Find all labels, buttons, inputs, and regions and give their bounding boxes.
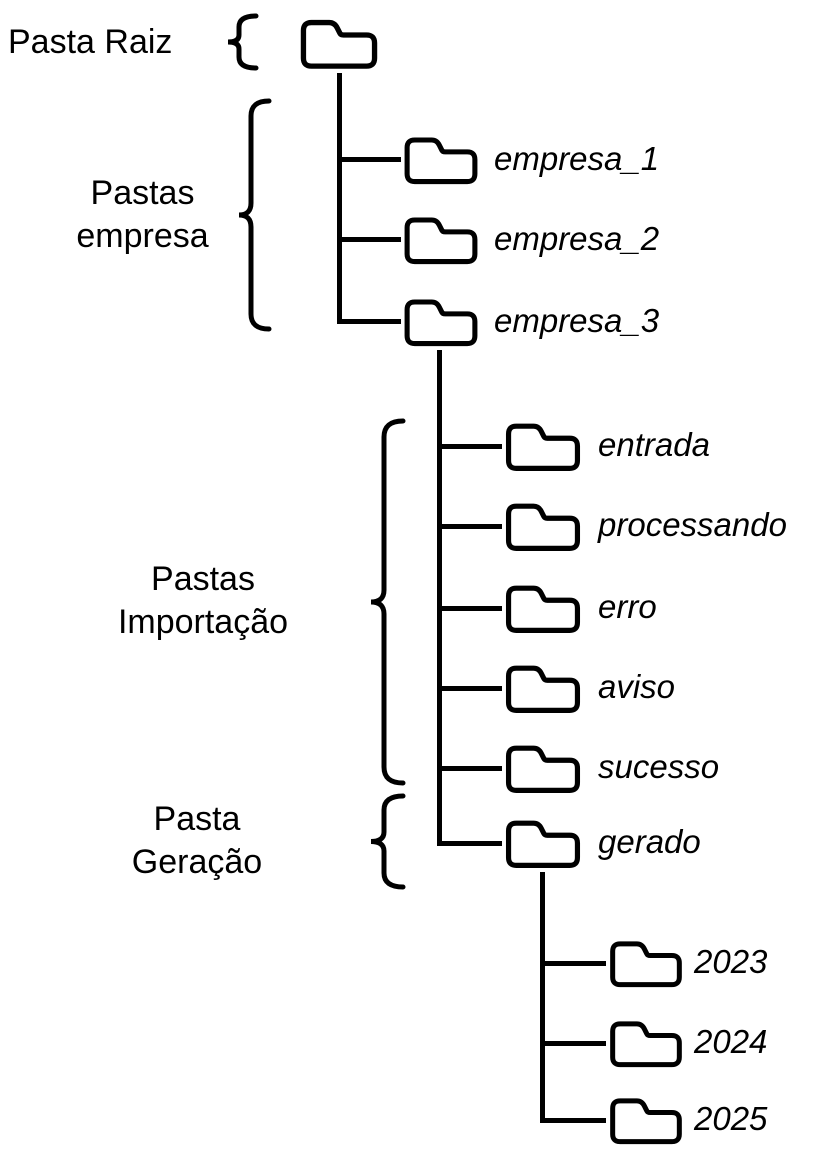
folder-label-2023: 2023 xyxy=(694,943,768,980)
connector-root-trunk xyxy=(337,73,342,323)
label-pasta-geracao-line1: Pasta xyxy=(153,800,241,838)
folder-label-sucesso: sucesso xyxy=(598,748,720,785)
label-pasta-geracao-line2: Geração xyxy=(131,843,263,881)
label-pastas-importacao: Pastas Importação xyxy=(88,558,318,644)
brace-pastas-empresa xyxy=(238,98,272,332)
2025-folder-icon xyxy=(606,1090,686,1150)
aviso-folder-icon xyxy=(501,657,585,719)
label-pastas-importacao-line1: Pastas xyxy=(151,560,255,598)
folder-label-entrada: entrada xyxy=(598,426,710,463)
connector-processando xyxy=(437,524,502,529)
label-pastas-empresa: Pastas empresa xyxy=(50,172,235,258)
2024-folder-icon xyxy=(606,1013,686,1073)
empresa-2-folder-icon xyxy=(400,209,482,270)
brace-pasta-geracao xyxy=(370,793,406,890)
folder-label-empresa-3: empresa_3 xyxy=(494,302,660,339)
label-pastas-empresa-line2: empresa xyxy=(76,217,209,255)
folder-label-empresa-1: empresa_1 xyxy=(494,140,660,177)
connector-erro xyxy=(437,606,502,611)
label-pastas-empresa-line1: Pastas xyxy=(90,174,195,212)
connector-2025 xyxy=(540,1118,606,1123)
empresa-1-folder-icon xyxy=(400,129,482,190)
folder-label-2024: 2024 xyxy=(694,1023,768,1060)
folder-label-processando: processando xyxy=(598,506,787,543)
brace-pasta-raiz xyxy=(227,13,259,71)
label-pasta-geracao: Pasta Geração xyxy=(92,798,302,884)
connector-gerado xyxy=(437,841,502,846)
connector-entrada xyxy=(437,444,502,449)
connector-gerado-trunk xyxy=(540,872,545,1122)
folder-label-aviso: aviso xyxy=(598,668,676,705)
sucesso-folder-icon xyxy=(501,737,585,799)
connector-aviso xyxy=(437,686,502,691)
connector-sucesso xyxy=(437,766,502,771)
empresa-3-folder-icon xyxy=(400,291,482,352)
connector-empresa-3 xyxy=(337,319,401,324)
folder-label-erro: erro xyxy=(598,588,657,625)
folder-label-2025: 2025 xyxy=(694,1100,768,1137)
erro-folder-icon xyxy=(501,577,585,639)
2023-folder-icon xyxy=(606,933,686,993)
processando-folder-icon xyxy=(501,495,585,557)
connector-2024 xyxy=(540,1041,606,1046)
connector-empresa3-trunk xyxy=(437,350,442,846)
folder-label-empresa-2: empresa_2 xyxy=(494,220,660,257)
folder-label-gerado: gerado xyxy=(598,823,701,860)
connector-empresa-1 xyxy=(337,157,401,162)
label-pasta-raiz: Pasta Raiz xyxy=(8,23,173,61)
entrada-folder-icon xyxy=(501,415,585,477)
brace-pastas-importacao xyxy=(370,418,406,786)
label-pastas-importacao-line2: Importação xyxy=(117,603,289,641)
connector-empresa-2 xyxy=(337,237,401,242)
connector-2023 xyxy=(540,961,606,966)
gerado-folder-icon xyxy=(501,812,585,874)
root-folder-icon xyxy=(296,11,382,75)
